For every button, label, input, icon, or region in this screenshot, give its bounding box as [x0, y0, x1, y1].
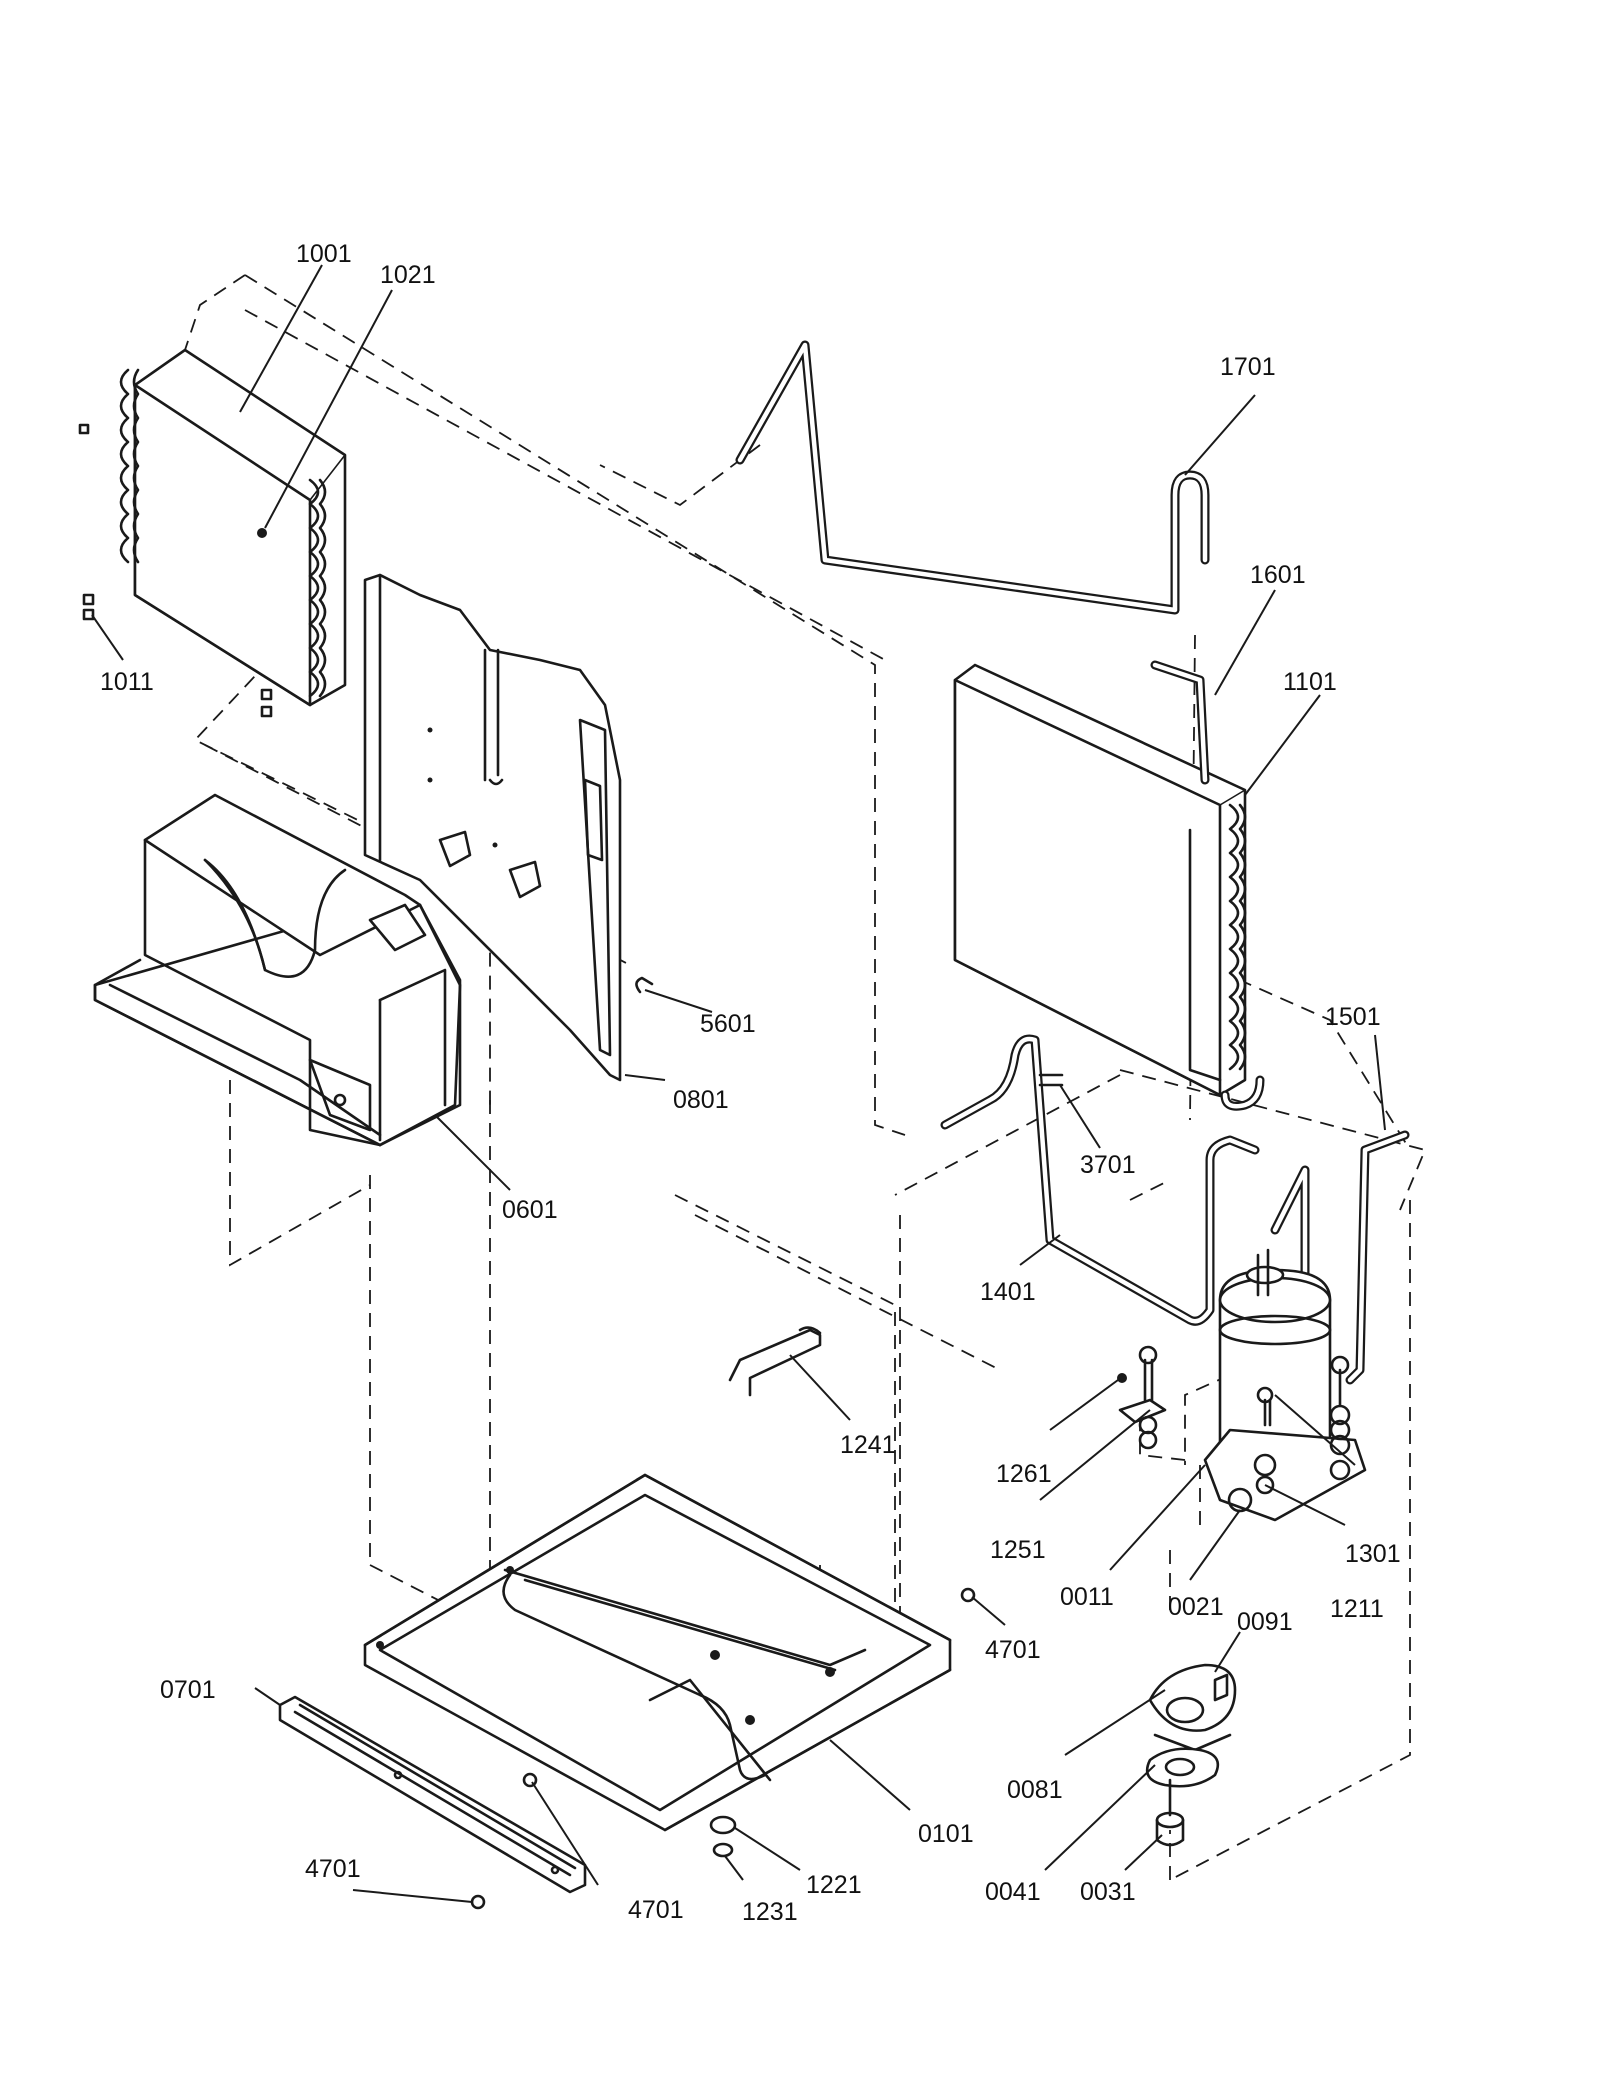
- callout-0021: 0021: [1168, 1593, 1224, 1621]
- callout-0801: 0801: [673, 1086, 729, 1114]
- condenser-return-bends: [1228, 803, 1247, 1071]
- blower-scroll-housing: [93, 793, 462, 1147]
- callout-0041: 0041: [985, 1878, 1041, 1906]
- callout-1011: 1011: [100, 668, 154, 696]
- callout-0601: 0601: [502, 1196, 558, 1224]
- rail-0701: [278, 1695, 587, 1894]
- callout-1101: 1101: [1283, 668, 1337, 696]
- callout-0011: 0011: [1060, 1583, 1114, 1611]
- bracket-1241: [728, 1326, 822, 1397]
- callout-1241: 1241: [840, 1431, 896, 1459]
- partition-panel: [363, 573, 622, 1082]
- callout-1211: 1211: [1330, 1595, 1384, 1623]
- screw-1021: [257, 528, 267, 538]
- callout-1501: 1501: [1325, 1003, 1381, 1031]
- callout-1301: 1301: [1345, 1540, 1401, 1568]
- callout-1701: 1701: [1220, 353, 1276, 381]
- callout-0701: 0701: [160, 1676, 216, 1704]
- callout-0091: 0091: [1237, 1608, 1293, 1636]
- callout-1001: 1001: [296, 240, 352, 268]
- callout-4701-center: 4701: [628, 1896, 684, 1924]
- suction-tube-1401: [940, 1034, 1260, 1326]
- condenser-coil: [953, 663, 1265, 1111]
- overload-protector-0081: [1148, 1663, 1237, 1752]
- callout-0081: 0081: [1007, 1776, 1063, 1804]
- mounting-bracket-1251: [1117, 1345, 1167, 1450]
- callout-leader-lines: [91, 264, 1386, 1903]
- washers-1221-1231: [709, 1815, 737, 1858]
- coil-return-bends-right: [308, 478, 327, 698]
- callout-5601: 5601: [700, 1010, 756, 1038]
- callout-1401: 1401: [980, 1278, 1036, 1306]
- callout-4701-left: 4701: [305, 1855, 361, 1883]
- callout-1021: 1021: [380, 261, 436, 289]
- callout-0101: 0101: [918, 1820, 974, 1848]
- callout-1601: 1601: [1250, 561, 1306, 589]
- callout-0031: 0031: [1080, 1878, 1136, 1906]
- callout-1251: 1251: [990, 1536, 1046, 1564]
- callout-3701: 3701: [1080, 1151, 1136, 1179]
- callout-1261: 1261: [996, 1460, 1052, 1488]
- discharge-tube-1501: [1345, 1130, 1410, 1385]
- callout-1231: 1231: [742, 1898, 798, 1926]
- tube-loop-right: [1270, 1165, 1310, 1290]
- coil-return-bends-left: [119, 368, 140, 564]
- base-pan: [363, 1473, 952, 1832]
- callout-4701-right: 4701: [985, 1636, 1041, 1664]
- capillary-tube-1701: [735, 340, 1210, 615]
- callout-1221: 1221: [806, 1871, 862, 1899]
- clip-5601: [635, 976, 654, 994]
- terminal-cover-0041: [1145, 1747, 1220, 1788]
- evaporator-coil: [78, 348, 347, 718]
- callout-labels: 1001 1021 1011 1701 1601 1101 5601 0801 …: [100, 240, 1401, 1926]
- tube-1601: [1150, 660, 1210, 785]
- compressor: [1203, 1248, 1367, 1522]
